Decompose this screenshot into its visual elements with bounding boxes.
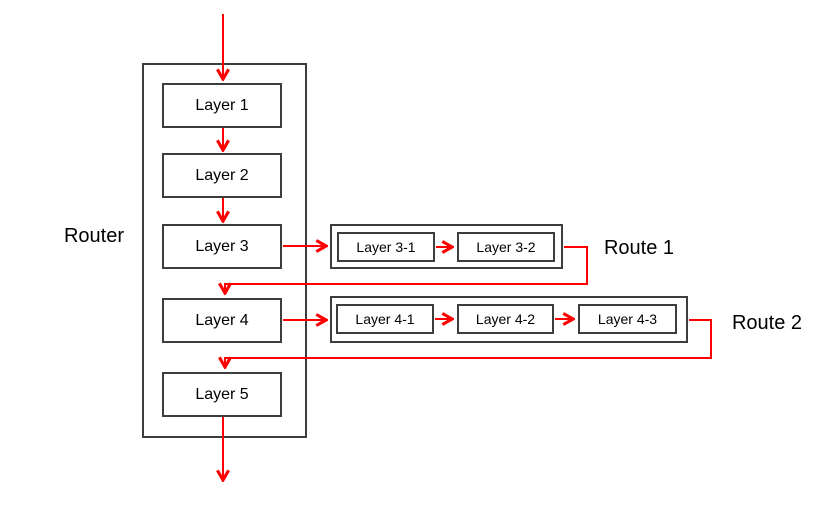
layer-3-label: Layer 3 bbox=[195, 237, 249, 255]
router-label: Router bbox=[63, 225, 125, 247]
route-1-label: Route 1 bbox=[603, 237, 675, 259]
layer-4-3-label: Layer 4-3 bbox=[597, 311, 658, 327]
layer-3-2-box: Layer 3-2 bbox=[457, 232, 555, 262]
layer-4-label: Layer 4 bbox=[195, 311, 249, 329]
layer-4-box: Layer 4 bbox=[162, 298, 282, 343]
layer-1-label: Layer 1 bbox=[195, 96, 249, 114]
route-2-label: Route 2 bbox=[731, 312, 803, 334]
layer-4-3-box: Layer 4-3 bbox=[578, 304, 677, 334]
layer-2-box: Layer 2 bbox=[162, 153, 282, 198]
layer-3-2-label: Layer 3-2 bbox=[476, 239, 536, 255]
layer-4-1-box: Layer 4-1 bbox=[336, 304, 434, 334]
layer-5-box: Layer 5 bbox=[162, 372, 282, 417]
layer-1-box: Layer 1 bbox=[162, 83, 282, 128]
layer-3-1-box: Layer 3-1 bbox=[337, 232, 435, 262]
layer-3-1-label: Layer 3-1 bbox=[356, 239, 416, 255]
layer-4-1-label: Layer 4-1 bbox=[355, 311, 415, 327]
layer-5-label: Layer 5 bbox=[195, 385, 249, 403]
layer-3-box: Layer 3 bbox=[162, 224, 282, 269]
layer-2-label: Layer 2 bbox=[195, 166, 249, 184]
layer-4-2-label: Layer 4-2 bbox=[475, 311, 536, 327]
layer-4-2-box: Layer 4-2 bbox=[457, 304, 554, 334]
